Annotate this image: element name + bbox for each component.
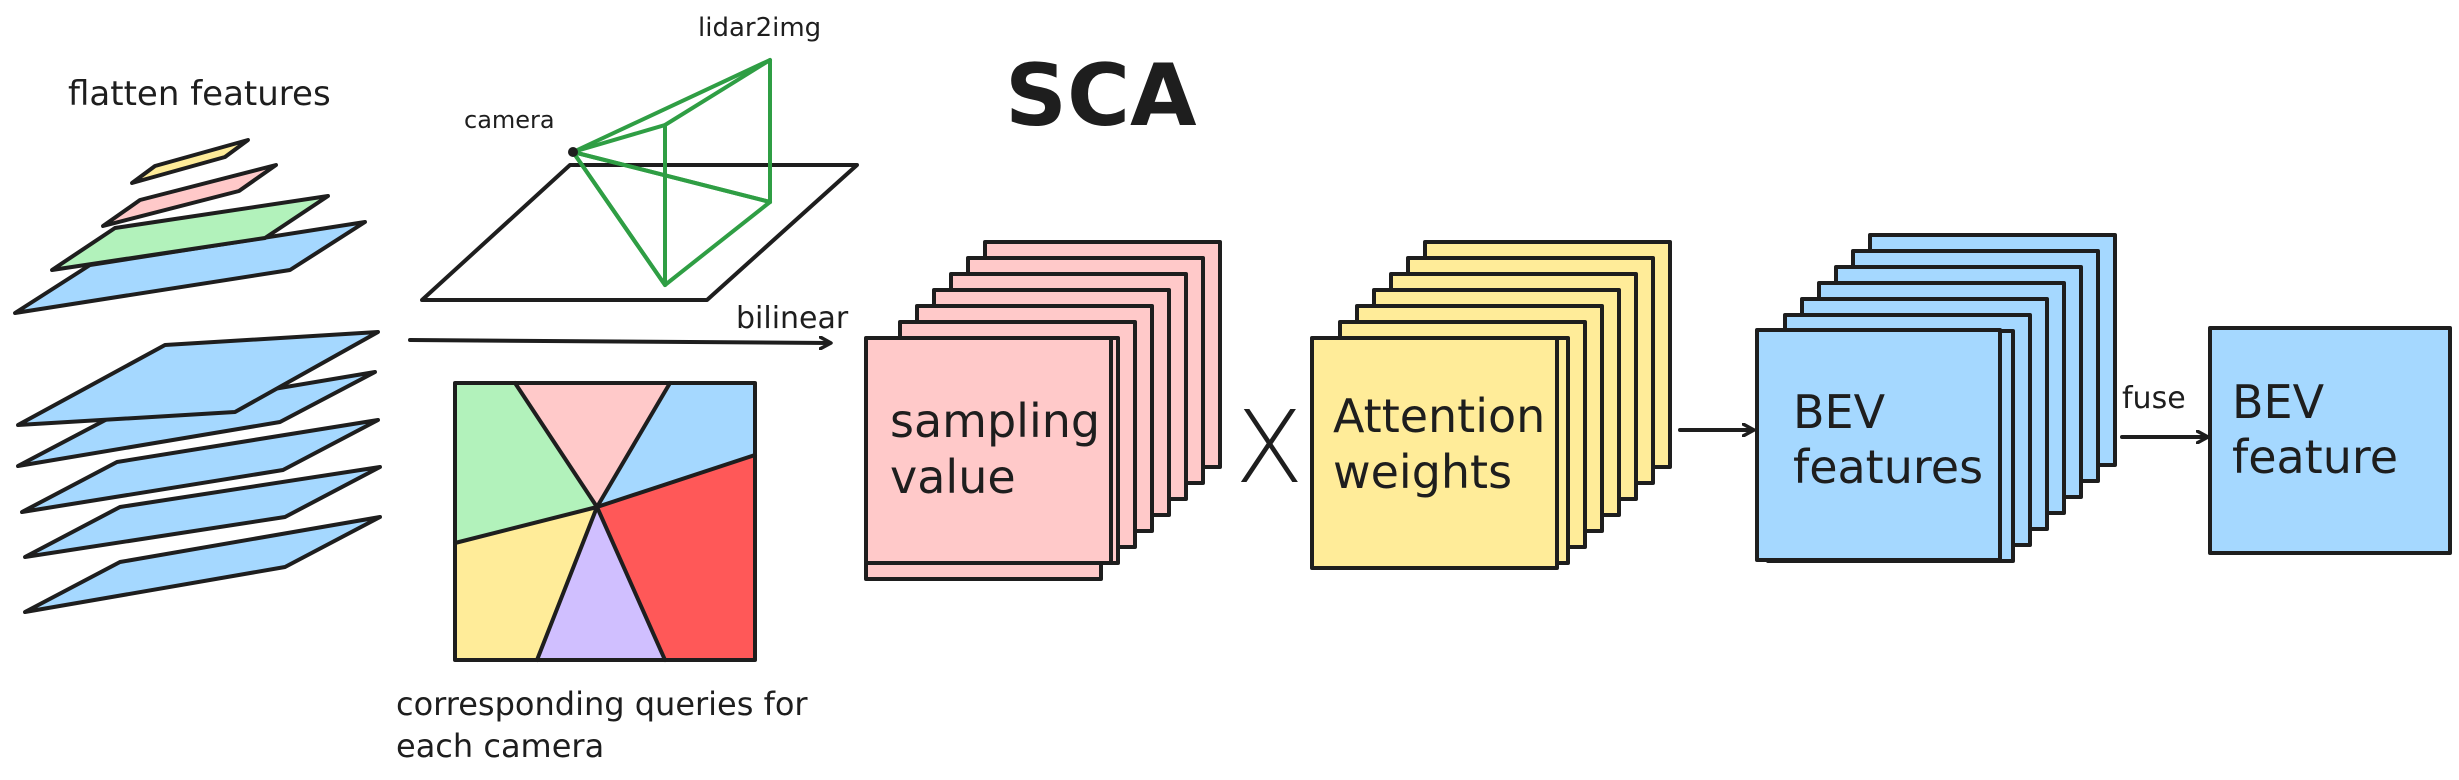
bilinear-label: bilinear: [736, 301, 849, 336]
query-region-green: [455, 383, 597, 543]
bev-feature-label-line1: BEV: [2232, 375, 2325, 429]
camera-label: camera: [464, 106, 555, 134]
attention-label-line2: weights: [1333, 445, 1512, 499]
flatten-features-stack: [13, 138, 367, 315]
queries-label-line1: corresponding queries for: [396, 685, 808, 723]
feature-layer-1: [16, 330, 380, 427]
query-region-blue: [597, 383, 755, 507]
flatten-layer-pink: [101, 163, 278, 228]
multiscale-feature-stack: [16, 330, 382, 614]
camera-queries-grid: [453, 381, 757, 662]
bev-features-label-line2: features: [1793, 440, 1983, 494]
flatten-layer-blue: [13, 220, 367, 315]
multiply-sign: X: [1235, 389, 1304, 506]
flatten-layer-yellow: [130, 138, 250, 185]
sampling-label-line2: value: [890, 450, 1016, 504]
feature-layer-4: [23, 465, 382, 559]
feature-layer-3: [20, 418, 380, 514]
sampling-value-stack: [864, 240, 1222, 581]
bilinear-arrow: [408, 340, 830, 343]
attention-weights-stack: [1310, 240, 1672, 570]
flatten-features-label: flatten features: [68, 74, 331, 114]
query-region-yellow: [455, 507, 597, 660]
attention-weights-card: [1310, 336, 1559, 570]
fuse-label: fuse: [2122, 381, 2186, 416]
bev-feature-card: [2208, 326, 2452, 555]
bev-features-card: [1755, 328, 2002, 562]
lidar2img-label: lidar2img: [698, 13, 821, 43]
ground-plane: [420, 163, 859, 302]
query-region-pink: [515, 383, 670, 507]
feature-layer-5: [23, 515, 382, 614]
queries-label-line2: each camera: [396, 727, 604, 765]
sampling-value-card: [864, 336, 1113, 565]
query-region-purple: [537, 507, 665, 660]
feature-layer-2: [16, 370, 377, 468]
camera-icon: [568, 147, 578, 157]
camera-frustum: [571, 58, 772, 287]
attention-label-line1: Attention: [1333, 389, 1545, 443]
bev-features-stack: [1755, 233, 2117, 563]
title: SCA: [1005, 46, 1197, 146]
sampling-label-line1: sampling: [890, 394, 1100, 448]
bev-features-label-line1: BEV: [1793, 385, 1886, 439]
bev-feature-label-line2: feature: [2232, 430, 2398, 484]
camera-projection: [420, 58, 859, 302]
flatten-layer-green: [50, 194, 330, 272]
query-region-red: [597, 455, 755, 660]
